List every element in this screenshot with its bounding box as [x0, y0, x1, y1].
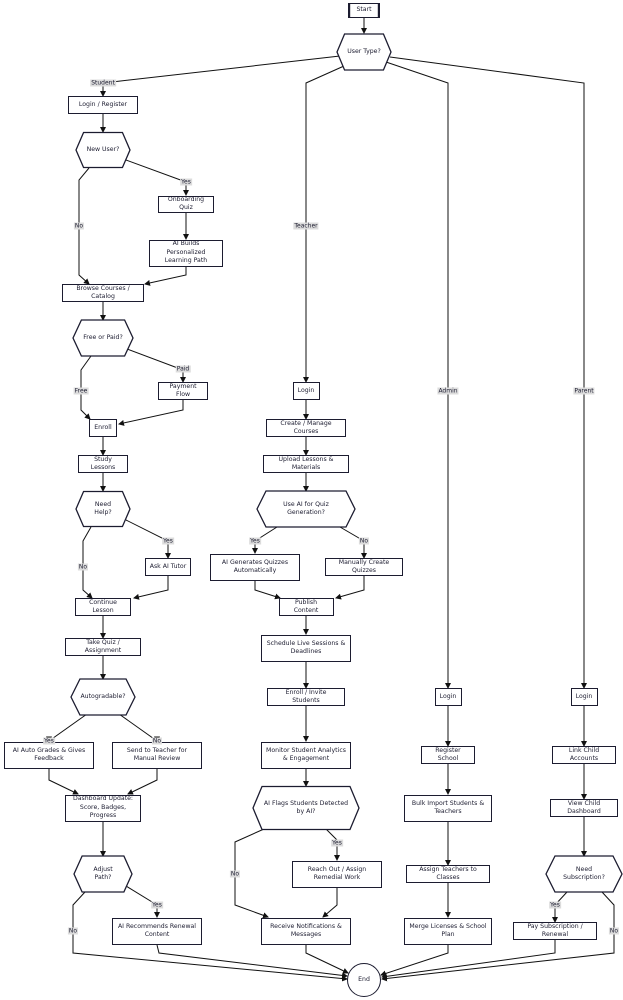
decision-free-paid: Free or Paid? [83, 333, 123, 341]
connector-arrow [125, 159, 189, 196]
connector-arrow [133, 576, 169, 600]
connector-arrow [144, 267, 187, 286]
decision-ai-flags: AI Flags Students Detected by AI? [263, 799, 349, 816]
node-dashboard: Dashboard Update: Score, Badges, Progres… [65, 794, 141, 822]
decision-shape [72, 319, 134, 357]
node-ai-recommend: AI Recommends Renewal Content [112, 917, 202, 945]
edge-label-yes: Yes [151, 901, 163, 909]
decision-shape [336, 33, 392, 71]
node-enroll: Enroll [89, 419, 117, 437]
decision-shape [252, 785, 360, 831]
decision-use-a-i: Use AI for Quiz Generation? [283, 500, 329, 517]
decision-need-help: Need Help? [94, 500, 112, 517]
node-continue: Continue Lesson [75, 598, 131, 616]
edge-label-no: No [358, 537, 370, 545]
connector-arrow [48, 769, 79, 795]
node-receive: Receive Notifications & Messages [261, 917, 351, 945]
node-enroll-invite: Enroll / Invite Students [267, 688, 345, 706]
connector-arrow [303, 65, 345, 383]
node-onboard: Onboarding Quiz [158, 195, 214, 213]
node-reach-out: Reach Out / Assign Remedial Work [292, 860, 382, 888]
decision-autograde: Autogradable? [80, 692, 126, 700]
edge-label-no: No [77, 563, 89, 571]
node-send-teacher: Send to Teacher for Manual Review [112, 741, 202, 769]
node-monitor: Monitor Student Analytics & Engagement [261, 741, 351, 769]
connector-arrow [305, 945, 349, 974]
node-login-reg: Login / Register [68, 96, 138, 114]
edge-label-parent: Parent [573, 387, 595, 395]
node-publish: Publish Content [278, 598, 334, 616]
node-a-login: Login [434, 688, 462, 706]
decision-new-user: New User? [86, 145, 120, 153]
node-view-child: View Child Dashboard [550, 799, 618, 817]
node-ai-gen: AI Generates Quizzes Automatically [210, 553, 300, 581]
edge-label-admin: Admin [437, 387, 459, 395]
edge-label-no: No [67, 927, 79, 935]
connector-arrow [100, 55, 341, 97]
edge-label-no: No [608, 927, 620, 935]
node-link: Link Child Accounts [552, 746, 616, 764]
node-take-quiz: Take Quiz / Assignment [65, 638, 141, 656]
connector-arrow [82, 526, 93, 599]
connector-arrow [381, 940, 556, 980]
node-manual: Manually Create Quizzes [325, 558, 403, 576]
node-create-courses: Create / Manage Courses [266, 419, 346, 437]
decision-user-type: User Type? [347, 47, 381, 55]
connector-arrow [126, 348, 186, 383]
decision-shape [256, 490, 356, 528]
edge-label-free: Free [73, 387, 89, 395]
node-ai-grade: AI Auto Grades & Gives Feedback [4, 741, 94, 769]
node-register-school: Register School [421, 746, 475, 764]
connector-arrow [389, 56, 587, 689]
node-end: End [347, 963, 381, 997]
decision-shape [75, 131, 131, 169]
node-start: Start [348, 2, 380, 18]
node-upload: Upload Lessons & Materials [263, 455, 349, 473]
edge-label-teacher: Teacher [293, 222, 319, 230]
decision-shape [75, 490, 131, 528]
node-study: Study Lessons [78, 455, 128, 473]
node-merge: Merge Licenses & School Plan [404, 917, 492, 945]
node-ask-tutor: Ask AI Tutor [145, 558, 191, 576]
edge-label-no: No [73, 222, 85, 230]
connector-arrow [380, 945, 449, 977]
decision-need-sub: Need Subscription? [563, 865, 605, 882]
decision-shape [70, 678, 136, 716]
edge-label-yes: Yes [43, 737, 55, 745]
node-pay-sub: Pay Subscription / Renewal [513, 922, 597, 940]
edge-label-student: Student [90, 79, 116, 87]
connector-arrow [118, 400, 184, 426]
edge-label-no: No [229, 870, 241, 878]
edge-label-yes: Yes [162, 537, 174, 545]
edge-label-yes: Yes [331, 839, 343, 847]
decision-shape [545, 855, 623, 893]
edge-label-yes: Yes [249, 537, 261, 545]
node-schedule: Schedule Live Sessions & Deadlines [261, 634, 351, 662]
connector-arrow [254, 581, 281, 600]
node-payment: Payment Flow [158, 382, 208, 400]
node-browse: Browse Courses / Catalog [62, 284, 144, 302]
connector-arrow [322, 888, 338, 918]
decision-adjust: Adjust Path? [93, 865, 113, 882]
node-bulk: Bulk Import Students & Teachers [404, 794, 492, 822]
edge-label-no: No [151, 737, 163, 745]
connector-arrow [156, 944, 348, 979]
node-ai-path: AI Builds Personalized Learning Path [149, 239, 223, 267]
node-t-login: Login [292, 382, 320, 400]
edge-label-yes: Yes [549, 901, 561, 909]
connector-arrow [385, 61, 451, 689]
edge-label-paid: Paid [175, 365, 191, 373]
decision-shape [73, 855, 133, 893]
connector-arrow [127, 769, 158, 795]
connector-arrow [335, 576, 365, 600]
node-p-login: Login [570, 688, 598, 706]
edge-label-yes: Yes [180, 178, 192, 186]
node-assign: Assign Teachers to Classes [406, 865, 490, 883]
